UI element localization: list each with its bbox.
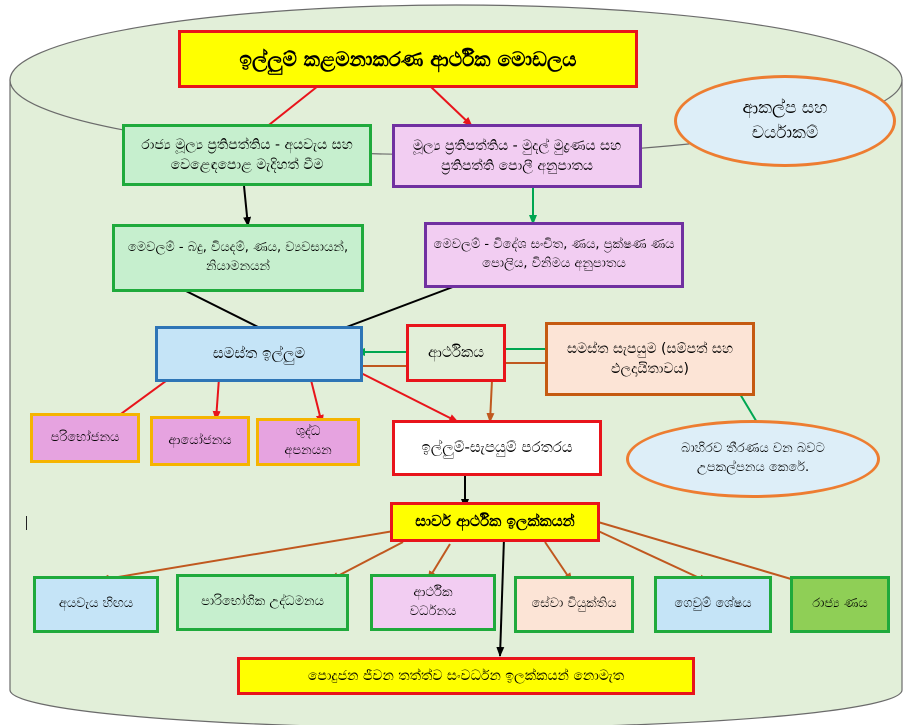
- arrow-goals-budget: [99, 529, 401, 583]
- goal-balance-of-payments-box: ගෙවුම් ශේෂය: [654, 576, 772, 633]
- demand-supply-gap-box: ඉල්ලුම්-සැපයුම් පරතරය: [392, 420, 602, 476]
- arrow-demand-gap: [354, 369, 459, 423]
- net-exports-box: ශුද්ධ අපනයන: [256, 418, 360, 466]
- goal-economic-growth-box: ආර්ථික වර්ධනය: [370, 574, 496, 631]
- arrow-title-monetary: [429, 85, 473, 127]
- text-cursor: [26, 516, 27, 530]
- investment-box: ආයෝජනය: [150, 416, 250, 466]
- arrow-demand-investment: [212, 377, 221, 421]
- arrow-goals-unemployment: [544, 541, 573, 583]
- macro-goals-box: සාර්ව ආර්ථික ඉලක්කයන්: [390, 502, 600, 542]
- goal-consumer-inflation-box: පාරිභෝගික උද්ධමනය: [176, 574, 349, 631]
- monetary-policy-box: මූල්‍ය ප්‍රතිපත්තිය - මුදල් මුද්‍රණය සහ …: [392, 124, 642, 188]
- goal-public-debt-box: රාජ්‍ය ණය: [790, 576, 890, 633]
- fiscal-tools-box: මෙවලම් - බදු, වියදම්, ණය, ව්‍යවසායන්, නි…: [112, 224, 364, 292]
- arrow-goals-bop: [595, 529, 709, 583]
- attitudes-oval: ආකල්ප සහ චර්යාකම්: [674, 75, 896, 167]
- arrow-fiscal-tools: [243, 185, 252, 227]
- goal-unemployment-box: සේවා වියුක්තිය: [514, 576, 634, 633]
- fiscal-policy-box: රාජ්‍ය මූල්‍ය ප්‍රතිපත්තිය - අයවැය සහ වෙ…: [122, 124, 372, 186]
- economy-box: ආර්ථිකය: [406, 324, 506, 382]
- consumption-box: පරිභෝජනය: [30, 413, 140, 463]
- monetary-tools-box: මෙවලම් - විදේශ සංචිත, ණය, ප්‍රක්ෂණ ණය පො…: [424, 222, 684, 288]
- aggregate-demand-box: සමස්ත ඉල්ලුම: [155, 326, 363, 382]
- arrow-goals-bottom: [496, 537, 505, 657]
- external-note-oval: බාහිරව තීරණය වන බවට උපකල්පනය කෙරේ.: [626, 420, 880, 498]
- bottom-note-box: පොදුජන ජීවන තත්ත්ව සංවර්ධන ඉලක්කයන් නොමැ…: [237, 657, 695, 695]
- arrow-economy-gap: [486, 379, 495, 423]
- arrow-goals-inflation: [329, 541, 404, 581]
- arrow-demand-netexports: [309, 375, 324, 425]
- goal-budget-deficit-box: අයවැය හිඟය: [33, 576, 159, 633]
- arrow-monetarytools-demand: [327, 281, 467, 335]
- title-box: ඉල්ලුම් කළමනාකරණ ආර්ථික මොඩලය: [178, 30, 638, 88]
- arrow-goals-debt: [597, 521, 809, 586]
- aggregate-supply-box: සමස්ත සැපයුම (සම්පත් සහ ඵලදායිතාවය): [545, 322, 755, 396]
